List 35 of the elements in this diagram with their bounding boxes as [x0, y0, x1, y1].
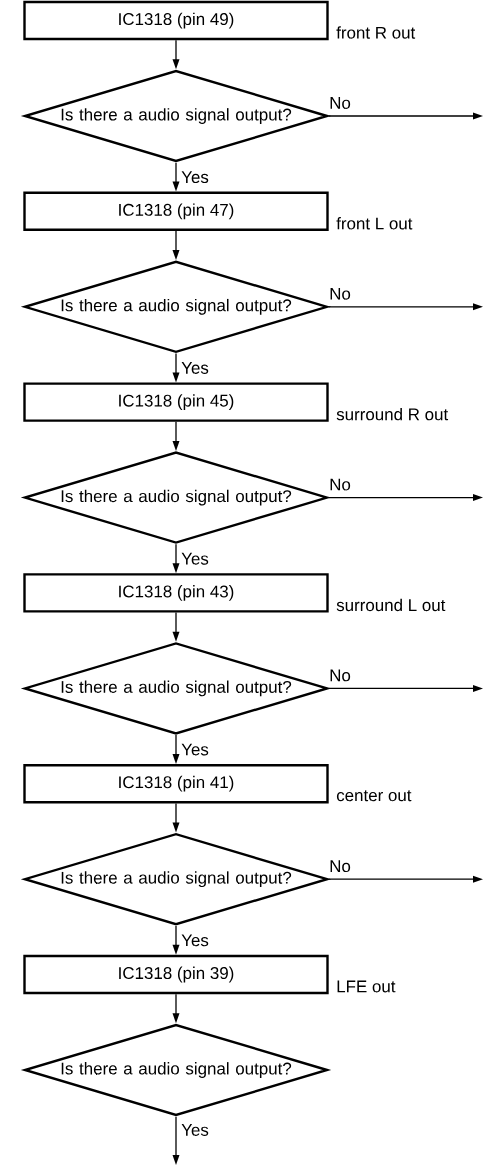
- side-note: surround L out: [336, 598, 446, 612]
- arrow: [172, 421, 180, 451]
- arrow: [172, 352, 180, 383]
- arrow: [172, 230, 180, 261]
- process-box: IC1318 (pin 47): [23, 191, 329, 231]
- side-note: LFE out: [337, 980, 396, 993]
- arrow: [328, 684, 483, 692]
- arrow: [172, 1116, 180, 1165]
- edge-label: Yes: [180, 742, 210, 757]
- arrow: [172, 925, 180, 955]
- process-box: IC1318 (pin 45): [23, 382, 329, 422]
- side-note: center out: [336, 790, 412, 802]
- side-note: front L out: [336, 217, 413, 230]
- arrow: [328, 303, 483, 311]
- arrow: [172, 611, 180, 642]
- arrow: [172, 734, 180, 764]
- process-box: IC1318 (pin 41): [23, 764, 329, 804]
- process-box: IC1318 (pin 39): [23, 954, 329, 995]
- arrow: [172, 802, 180, 833]
- edge-label: Yes: [180, 933, 210, 948]
- arrow: [328, 494, 483, 502]
- arrow: [328, 112, 483, 120]
- side-note: front R out: [336, 26, 416, 39]
- process-box: IC1318 (pin 49): [23, 0, 329, 41]
- arrow: [328, 875, 483, 883]
- edge-label: Yes: [180, 170, 210, 185]
- edge-label: Yes: [180, 551, 210, 566]
- edge-label: Yes: [180, 1123, 210, 1137]
- edge-label: Yes: [180, 361, 210, 375]
- process-box: IC1318 (pin 43): [23, 573, 329, 613]
- arrow: [172, 993, 180, 1024]
- arrow: [172, 162, 180, 192]
- side-note: surround R out: [336, 407, 449, 421]
- arrow: [172, 39, 180, 70]
- arrow: [172, 543, 180, 574]
